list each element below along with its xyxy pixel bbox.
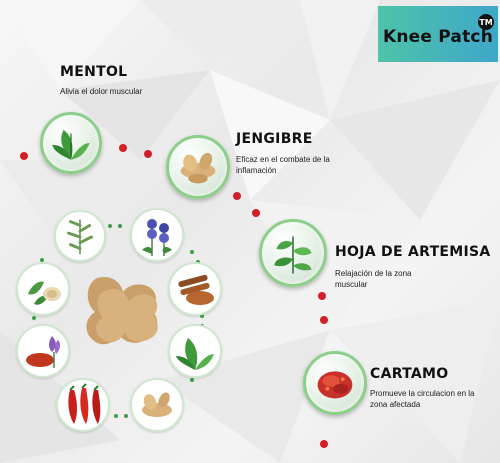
ring-dot [118, 224, 122, 228]
path-dot [252, 209, 260, 217]
brand-badge: Knee Patch TM [378, 6, 498, 62]
path-dot [320, 440, 328, 448]
path-dot [318, 292, 326, 300]
ingredient-title-artemisa: HOJA DE ARTEMISA [335, 244, 491, 260]
chili-pepper-icon [56, 378, 110, 432]
ring-dot [32, 316, 36, 320]
ingredient-desc-jengibre: Eficaz en el combate de la inflamación [236, 155, 330, 175]
knee-patch-icon [77, 272, 167, 352]
ingredient-title-mentol: MENTOL [60, 64, 128, 80]
ingredient-desc-artemisa: Relajación de la zona muscular [335, 269, 412, 289]
ring-dot [114, 414, 118, 418]
ring-dot [200, 314, 204, 318]
ring-dot [40, 258, 44, 262]
mint-leaves-icon [40, 112, 102, 174]
path-dot [320, 316, 328, 324]
ginger-icon [130, 378, 184, 432]
brand-name: Knee Patch [382, 27, 494, 47]
mugwort-leaves-icon [259, 219, 327, 287]
saffron-icon [16, 324, 70, 378]
aconite-flower-icon [130, 208, 184, 262]
ingredient-title-cartamo: CARTAMO [370, 366, 449, 382]
mint-icon [168, 324, 222, 378]
ingredient-desc-cartamo: Promueve la circulacion en la zona afect… [370, 389, 475, 409]
ginger-root-icon [166, 135, 230, 199]
trademark-icon: TM [478, 14, 494, 30]
path-dot [20, 152, 28, 160]
herb-seeds-icon [16, 262, 70, 316]
safflower-icon [303, 351, 367, 415]
mugwort-sprig-icon [54, 210, 106, 262]
ring-dot [190, 250, 194, 254]
ring-dot [124, 414, 128, 418]
ring-dot [108, 224, 112, 228]
ring-dot [190, 378, 194, 382]
ingredient-desc-mentol: Alivia el dolor muscular [60, 87, 143, 96]
path-dot [144, 150, 152, 158]
path-dot [119, 144, 127, 152]
ingredient-title-jengibre: JENGIBRE [236, 131, 313, 147]
cinnamon-icon [168, 262, 222, 316]
path-dot [233, 192, 241, 200]
